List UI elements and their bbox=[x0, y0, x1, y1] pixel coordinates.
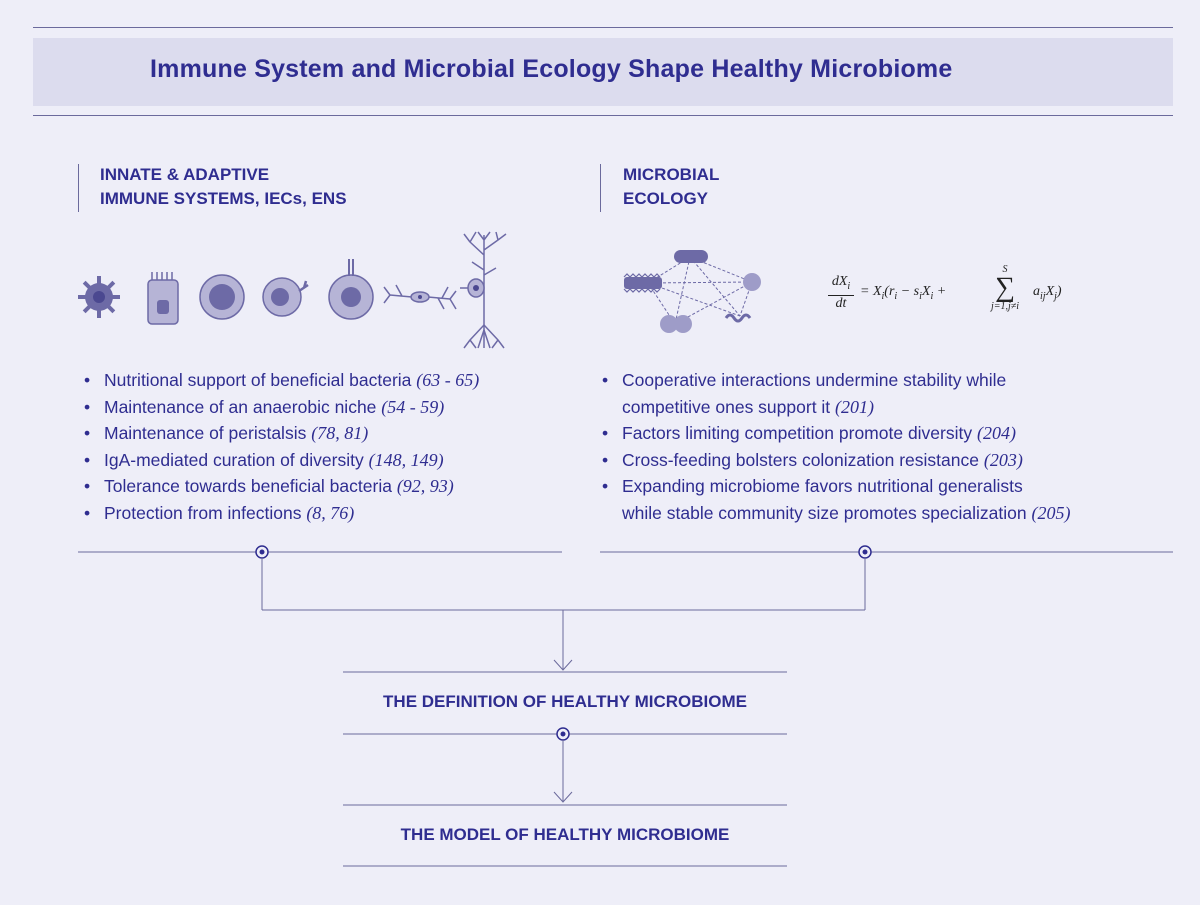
list-item: Protection from infections (8, 76) bbox=[82, 500, 479, 527]
bullet-ref: (8, 76) bbox=[306, 502, 355, 523]
eq-close: ) bbox=[1056, 284, 1062, 299]
right-bullet-list: Cooperative interactions undermine stabi… bbox=[600, 367, 1070, 526]
eq-rhs-mid: (r bbox=[884, 284, 895, 299]
bullet-text-line2: competitive ones support it bbox=[622, 396, 836, 417]
bullet-text: Cross-feeding bolsters colonization resi… bbox=[622, 449, 984, 470]
left-section-bar bbox=[78, 164, 79, 212]
eq-term: a bbox=[1033, 284, 1040, 299]
eq-rhs-start: = X bbox=[860, 284, 882, 299]
bullet-text: Nutritional support of beneficial bacter… bbox=[104, 370, 417, 390]
right-node-icon bbox=[858, 545, 872, 559]
tcell-icon bbox=[328, 259, 374, 320]
bullet-text: Expanding microbiome favors nutritional … bbox=[622, 476, 1023, 496]
right-heading-line1: MICROBIAL bbox=[623, 165, 720, 184]
model-box-label: THE MODEL OF HEALTHY MICROBIOME bbox=[400, 825, 730, 844]
eq-rhs-sub3: i bbox=[919, 290, 922, 302]
eq-term2-sub: j bbox=[1054, 290, 1057, 302]
bullet-text: IgA-mediated curation of diversity bbox=[104, 449, 369, 470]
eq-rhs-mid3: X bbox=[921, 284, 931, 299]
definition-box-label: THE DEFINITION OF HEALTHY MICROBIOME bbox=[383, 692, 747, 711]
nerve-cell-icon bbox=[460, 231, 507, 349]
list-item: IgA-mediated curation of diversity (148,… bbox=[82, 447, 479, 474]
bullet-text-line2: while stable community size promotes spe… bbox=[622, 502, 1032, 523]
bullet-ref: (203) bbox=[983, 449, 1023, 470]
list-item: Cross-feeding bolsters colonization resi… bbox=[600, 447, 1070, 474]
eq-num-sub: i bbox=[847, 280, 851, 292]
title-band bbox=[33, 38, 1173, 106]
eq-num: dX bbox=[831, 274, 848, 289]
macrophage-icon bbox=[262, 277, 309, 317]
microbial-network-icon bbox=[623, 250, 761, 333]
right-section-bar bbox=[600, 164, 601, 212]
top-rule bbox=[33, 27, 1173, 28]
title-bottom-rule bbox=[33, 115, 1173, 116]
eq-rhs-mid2: − s bbox=[897, 284, 920, 299]
eq-rhs-sub4: i bbox=[930, 290, 934, 302]
dendritic-cell-icon bbox=[78, 276, 120, 318]
list-item: Maintenance of peristalsis (78, 81) bbox=[82, 420, 479, 447]
bullet-text: Factors limiting competition promote div… bbox=[622, 423, 977, 443]
eq-rhs-sub2: i bbox=[894, 290, 898, 302]
eq-sum-bottom: j=1,j≠i bbox=[990, 301, 1020, 312]
down-arrow bbox=[553, 740, 573, 803]
bullet-text: Cooperative interactions undermine stabi… bbox=[622, 370, 1007, 390]
list-item: Expanding microbiome favors nutritional … bbox=[600, 473, 1070, 526]
eq-den: dt bbox=[835, 295, 847, 311]
left-node-icon bbox=[255, 545, 269, 559]
bullet-ref: (201) bbox=[835, 396, 875, 417]
bullet-ref: (63 - 65) bbox=[416, 370, 480, 390]
right-heading-line2: ECOLOGY bbox=[623, 189, 709, 208]
bullet-text: Maintenance of peristalsis bbox=[104, 423, 312, 443]
left-heading-line1: INNATE & ADAPTIVE bbox=[100, 165, 270, 184]
left-bullet-list: Nutritional support of beneficial bacter… bbox=[82, 367, 479, 526]
eq-sum-top: S bbox=[1002, 264, 1008, 275]
bullet-ref: (54 - 59) bbox=[381, 396, 445, 417]
neuron-icon bbox=[383, 284, 457, 310]
list-item: Factors limiting competition promote div… bbox=[600, 420, 1070, 447]
list-item: Maintenance of an anaerobic niche (54 - … bbox=[82, 394, 479, 421]
bullet-ref: (205) bbox=[1031, 502, 1071, 523]
left-heading-line2: IMMUNE SYSTEMS, IECs, ENS bbox=[100, 189, 347, 208]
bullet-ref: (204) bbox=[976, 423, 1016, 443]
right-section-heading: MICROBIAL ECOLOGY bbox=[623, 163, 719, 211]
left-section-heading: INNATE & ADAPTIVE IMMUNE SYSTEMS, IECs, … bbox=[100, 163, 347, 211]
bullet-ref: (92, 93) bbox=[396, 476, 454, 496]
list-item: Nutritional support of beneficial bacter… bbox=[82, 367, 479, 394]
epithelial-cell-icon bbox=[147, 272, 179, 325]
eq-sum-symbol: ∑ bbox=[995, 272, 1015, 303]
eq-term2: X bbox=[1045, 284, 1055, 299]
bullet-ref: (78, 81) bbox=[311, 423, 369, 443]
list-item: Cooperative interactions undermine stabi… bbox=[600, 367, 1070, 420]
merge-connector bbox=[261, 558, 866, 671]
bullet-text: Tolerance towards beneficial bacteria bbox=[104, 476, 397, 496]
center-node-icon bbox=[556, 727, 570, 741]
list-item: Tolerance towards beneficial bacteria (9… bbox=[82, 473, 479, 500]
large-cell-icon bbox=[199, 274, 245, 320]
page-title: Immune System and Microbial Ecology Shap… bbox=[150, 55, 953, 83]
bullet-text: Maintenance of an anaerobic niche bbox=[104, 396, 382, 417]
bullet-text: Protection from infections bbox=[104, 502, 307, 523]
eq-term-sub: ij bbox=[1040, 290, 1046, 302]
bullet-ref: (148, 149) bbox=[368, 449, 444, 470]
eq-rhs-plus: + bbox=[933, 284, 947, 299]
eq-rhs-sub1: i bbox=[881, 290, 885, 302]
